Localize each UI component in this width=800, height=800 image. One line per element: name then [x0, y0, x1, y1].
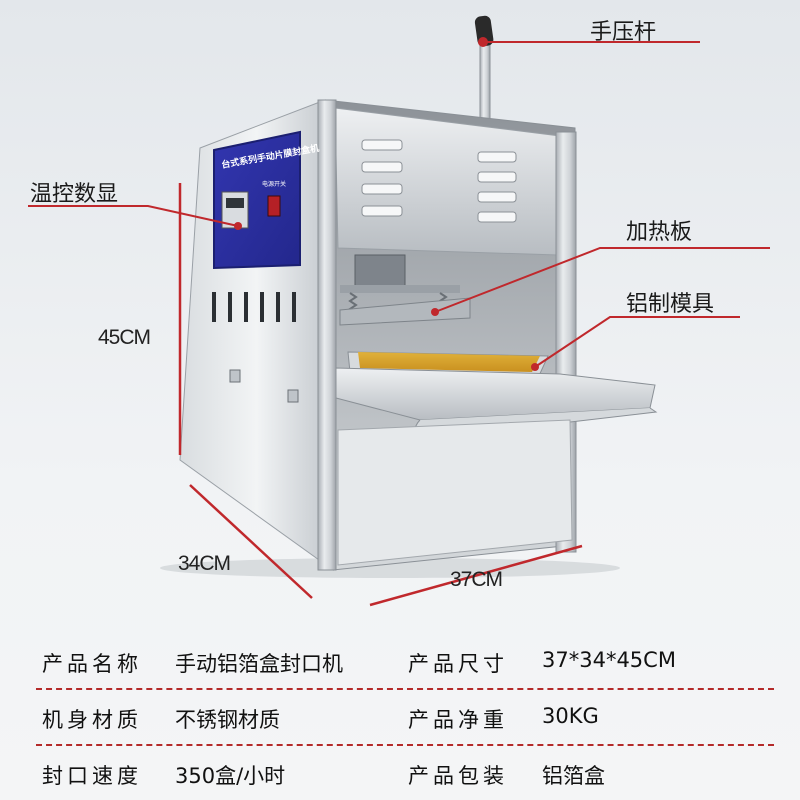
spec-row: 产品名称 手动铝箔盒封口机 产品尺寸 37*34*45CM [0, 632, 800, 688]
leader-line-temp [28, 205, 239, 227]
spec-value-size: 37*34*45CM [542, 648, 676, 672]
callout-temp-display: 温控数显 [30, 182, 119, 207]
dimension-height: 45CM [98, 326, 151, 349]
machine-illustration: 台式系列手动片膜封盒机 电源开关 [28, 15, 770, 607]
spec-row: 封口速度 350盒/小时 产品包装 铝箔盒 [0, 744, 800, 800]
spec-value-material: 不锈钢材质 [175, 708, 280, 732]
row-divider [36, 688, 774, 690]
depth-dim-line [189, 484, 313, 599]
spec-label-size: 产品尺寸 [408, 652, 508, 676]
spec-table: 产品名称 手动铝箔盒封口机 产品尺寸 37*34*45CM 机身材质 不锈钢材质… [0, 632, 800, 800]
callout-aluminum-mold: 铝制模具 [626, 292, 715, 317]
spec-label-material: 机身材质 [42, 708, 142, 732]
leader-line-heating [434, 247, 770, 313]
switch-label: 电源开关 [262, 180, 286, 188]
width-dim-line [369, 544, 583, 607]
spec-value-speed: 350盒/小时 [175, 764, 286, 788]
spec-value-name: 手动铝箔盒封口机 [175, 652, 343, 676]
dimension-depth: 34CM [178, 552, 231, 575]
spec-value-weight: 30KG [542, 704, 599, 728]
spec-value-packaging: 铝箔盒 [542, 764, 605, 788]
dimension-width: 37CM [450, 568, 503, 591]
spec-label-packaging: 产品包装 [408, 764, 508, 788]
row-divider [36, 744, 774, 746]
spec-label-name: 产品名称 [42, 652, 142, 676]
leader-line-mold [534, 316, 740, 368]
spec-label-weight: 产品净重 [408, 708, 508, 732]
spec-label-speed: 封口速度 [42, 764, 142, 788]
spec-row: 机身材质 不锈钢材质 产品净重 30KG [0, 688, 800, 744]
callout-handle: 手压杆 [590, 20, 657, 45]
power-switch [267, 195, 281, 217]
callout-heating-plate: 加热板 [626, 220, 693, 245]
